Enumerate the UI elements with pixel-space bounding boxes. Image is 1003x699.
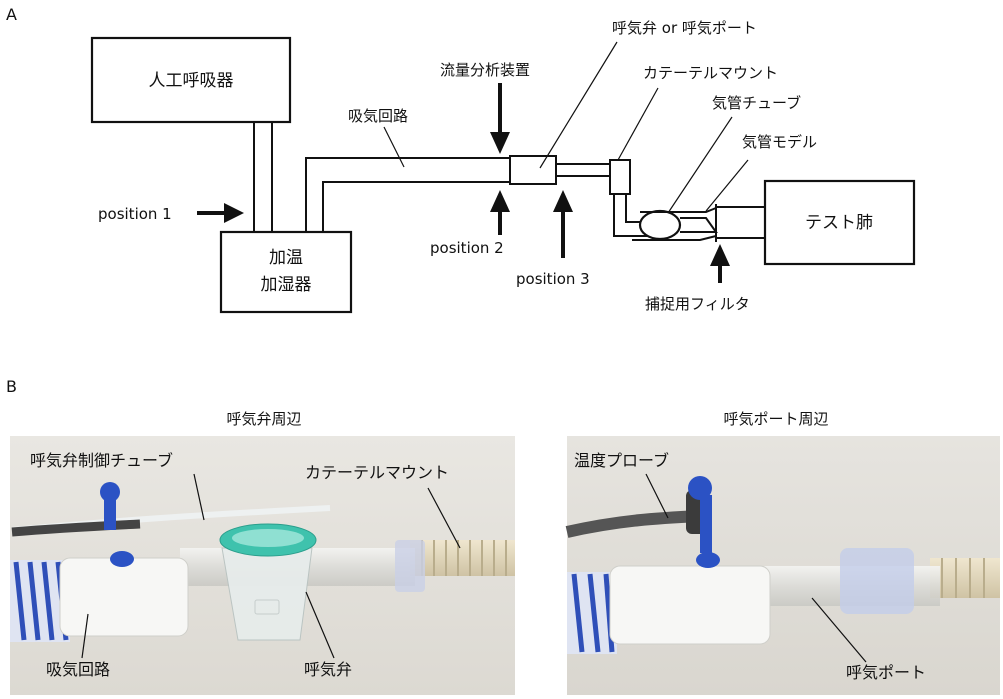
ett-tip	[680, 217, 718, 233]
catheter-mount-leader	[617, 87, 659, 161]
valve-control-tube-label: 呼気弁制御チューブ	[30, 451, 173, 470]
humidifier-box	[219, 230, 353, 314]
trachea-model-bottom	[632, 235, 717, 241]
panel-a-letter: A	[6, 5, 17, 24]
left-photo-title: 呼気弁周辺	[226, 410, 301, 428]
position3-label: position 3	[516, 270, 590, 288]
catheter-mount-photo-label: カテーテルマウント	[305, 463, 449, 482]
ett-path-outer	[613, 194, 650, 237]
exhalation-valve-block	[509, 155, 557, 185]
exhalation-valve-photo-label: 呼気弁	[304, 660, 352, 679]
temperature-probe-label: 温度プローブ	[574, 451, 669, 470]
trachea-model-leader	[705, 159, 749, 212]
right-photo-title: 呼気ポート周辺	[723, 410, 828, 428]
panel-b-letter: B	[6, 377, 17, 396]
capture-filter-label: 捕捉用フィルタ	[645, 295, 750, 313]
test-lung-label: テスト肺	[805, 213, 873, 233]
exhalation-port-leader	[811, 597, 867, 663]
ventilator-box	[90, 36, 292, 124]
exhalation-port-label: 呼気ポート	[846, 663, 926, 682]
position2-label: position 2	[430, 239, 504, 257]
flow-analyzer-label: 流量分析装置	[440, 61, 530, 79]
position1-arrow-head	[224, 203, 244, 223]
exhalation-valve-photo-leader	[305, 591, 335, 659]
catheter-mount-box	[609, 159, 631, 195]
trachea-model-top	[640, 207, 717, 213]
left-photo	[10, 436, 515, 695]
catheter-mount-label: カテーテルマウント	[643, 64, 778, 82]
trachea-model-label: 気管モデル	[742, 133, 817, 151]
valve-control-tube-leader	[193, 473, 205, 521]
inspiratory-circuit-photo-leader	[81, 613, 89, 659]
capture-filter-arrow-head	[710, 244, 730, 266]
inspiratory-circuit-inner	[322, 181, 510, 232]
ventilator-label: 人工呼吸器	[149, 71, 234, 91]
ett-cuff	[638, 209, 682, 241]
temperature-probe-leader	[645, 473, 669, 519]
exhalation-valve-leader	[539, 41, 618, 169]
position2-arrow-head	[490, 190, 510, 212]
flow-analyzer-arrow-head	[490, 132, 510, 154]
endotracheal-tube-label: 気管チューブ	[712, 94, 801, 112]
inspiratory-circuit-label: 吸気回路	[348, 107, 408, 125]
humidifier-label-2: 加湿器	[261, 275, 312, 295]
test-lung-box	[763, 179, 916, 266]
exhalation-valve-or-port-label: 呼気弁 or 呼気ポート	[612, 19, 757, 37]
inspiratory-circuit-photo-label: 吸気回路	[46, 660, 110, 679]
humidifier-label-1: 加温	[269, 248, 303, 268]
position3-arrow-head	[553, 190, 573, 212]
position1-label: position 1	[98, 205, 172, 223]
inspiratory-circuit-leader	[383, 126, 405, 168]
endotracheal-tube-leader	[667, 116, 733, 214]
right-photo	[565, 436, 1000, 695]
catheter-mount-photo-leader	[427, 487, 461, 549]
inspiratory-circuit-outer	[305, 157, 510, 232]
